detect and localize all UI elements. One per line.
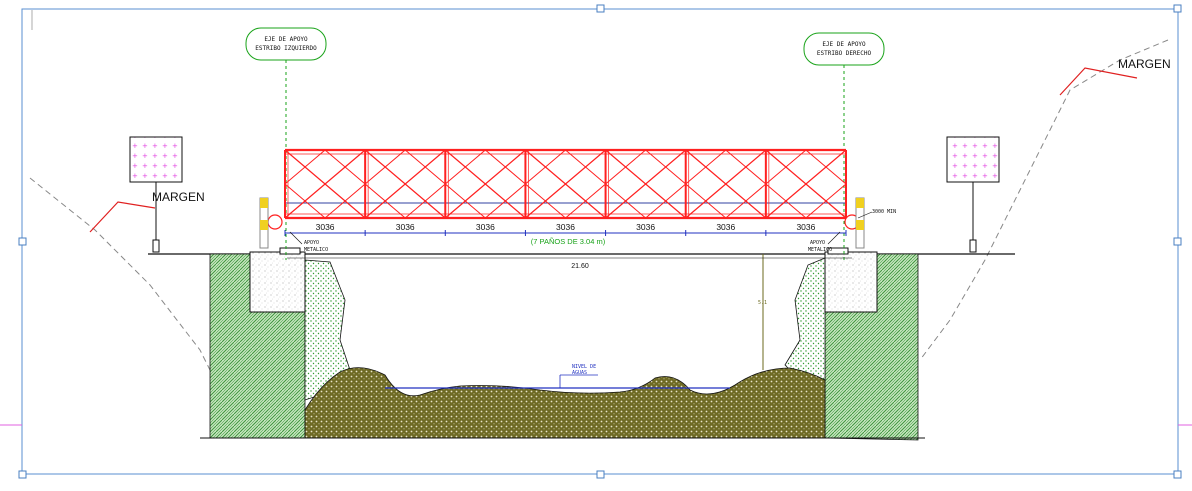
truss-diagonal	[805, 183, 847, 219]
right-note: 3000 MIN	[857, 209, 896, 219]
end-post-left	[259, 197, 269, 249]
truss-diagonal	[444, 183, 486, 219]
apoyo-left-label: APOYO METALICO	[289, 231, 328, 253]
svg-text:METALICO: METALICO	[304, 247, 328, 253]
water-level-label: NIVEL DE AGUAS	[559, 364, 598, 388]
selection-handle-bottom-right[interactable]	[1173, 470, 1182, 479]
truss-diagonal	[284, 183, 326, 219]
panels-label: (7 PAÑOS DE 3.04 m)	[531, 237, 606, 246]
truss-panel	[364, 149, 446, 219]
svg-text:APOYO: APOYO	[304, 240, 319, 246]
margin-left-marker	[89, 201, 156, 233]
selection-handle-right[interactable]	[1173, 237, 1182, 246]
callout-right: EJE DE APOYO ESTRIBO DERECHO	[803, 32, 885, 260]
truss-panel	[284, 149, 366, 219]
sign-left	[129, 136, 183, 253]
truss-diagonal	[324, 149, 366, 185]
truss-panel	[764, 149, 847, 219]
panel-width-label: 3036	[556, 222, 575, 232]
panel-width-label: 3036	[716, 222, 735, 232]
selection-frame[interactable]	[0, 4, 1192, 479]
truss-diagonal	[765, 183, 807, 219]
riverbed-soil	[304, 367, 826, 439]
svg-text:METALICO: METALICO	[808, 247, 832, 253]
truss-panel	[684, 149, 767, 219]
left-abutment	[249, 247, 306, 313]
terrain-lines	[29, 39, 1169, 381]
truss-diagonal	[685, 149, 727, 185]
svg-text:APOYO: APOYO	[810, 240, 825, 246]
svg-text:NIVEL DE: NIVEL DE	[572, 364, 596, 370]
truss-diagonal	[565, 183, 606, 219]
truss-diagonal	[364, 183, 406, 219]
panel-width-label: 3036	[396, 222, 415, 232]
margin-left-label: MARGEN	[152, 190, 205, 204]
truss-diagonal	[364, 149, 406, 185]
truss-diagonal	[805, 149, 847, 185]
truss-panel	[604, 149, 687, 219]
truss-diagonal	[765, 149, 807, 185]
panel-width-label: 3036	[796, 222, 815, 232]
selection-handle-bottom[interactable]	[596, 470, 605, 479]
bridge-truss[interactable]	[267, 148, 860, 230]
panel-width-label: 3036	[636, 222, 655, 232]
margin-right-marker	[1059, 67, 1138, 96]
apoyo-right-label: APOYO METALICO	[808, 231, 841, 253]
truss-diagonal	[485, 183, 526, 219]
selection-handle-top-right[interactable]	[1173, 4, 1182, 13]
truss-diagonal	[444, 149, 486, 185]
truss-diagonal	[605, 149, 646, 185]
margin-right-label: MARGEN	[1118, 57, 1171, 71]
svg-text:EJE DE APOYO: EJE DE APOYO	[822, 41, 866, 48]
end-post-right	[855, 197, 865, 249]
panel-width-label: 3036	[476, 222, 495, 232]
bearing-circle	[267, 214, 283, 230]
truss-diagonal	[324, 183, 366, 219]
panel-width-label: 3036	[316, 222, 335, 232]
truss-diagonal	[525, 149, 566, 185]
selection-handle-top[interactable]	[596, 4, 605, 13]
selection-handle-left[interactable]	[18, 237, 27, 246]
truss-diagonal	[645, 149, 687, 185]
truss-diagonal	[725, 183, 767, 219]
truss-diagonal	[565, 149, 606, 185]
pile-label: 5.1	[758, 300, 767, 306]
svg-text:ESTRIBO IZQUIERDO: ESTRIBO IZQUIERDO	[255, 45, 317, 52]
truss-panel	[524, 149, 606, 219]
selection-handle-bottom-left[interactable]	[18, 470, 27, 479]
truss-diagonal	[404, 149, 446, 185]
truss-diagonal	[485, 149, 526, 185]
truss-diagonal	[284, 149, 326, 185]
truss-diagonal	[605, 183, 646, 219]
callout-left: EJE DE APOYO ESTRIBO IZQUIERDO	[245, 27, 327, 260]
total-span-label: 21.60	[571, 263, 589, 270]
panel-dimensions: 3036 3036 3036 3036 3036 3036 3036	[284, 222, 847, 236]
svg-text:AGUAS: AGUAS	[572, 370, 587, 376]
truss-panel	[444, 149, 526, 219]
svg-text:3000 MIN: 3000 MIN	[872, 209, 896, 215]
sign-right	[946, 136, 1000, 253]
truss-diagonal	[725, 149, 767, 185]
right-abutment	[824, 247, 878, 313]
svg-text:EJE DE APOYO: EJE DE APOYO	[264, 36, 308, 43]
svg-text:ESTRIBO DERECHO: ESTRIBO DERECHO	[817, 50, 872, 57]
truss-diagonal	[404, 183, 446, 219]
truss-diagonal	[645, 183, 687, 219]
truss-diagonal	[525, 183, 566, 219]
truss-diagonal	[685, 183, 727, 219]
